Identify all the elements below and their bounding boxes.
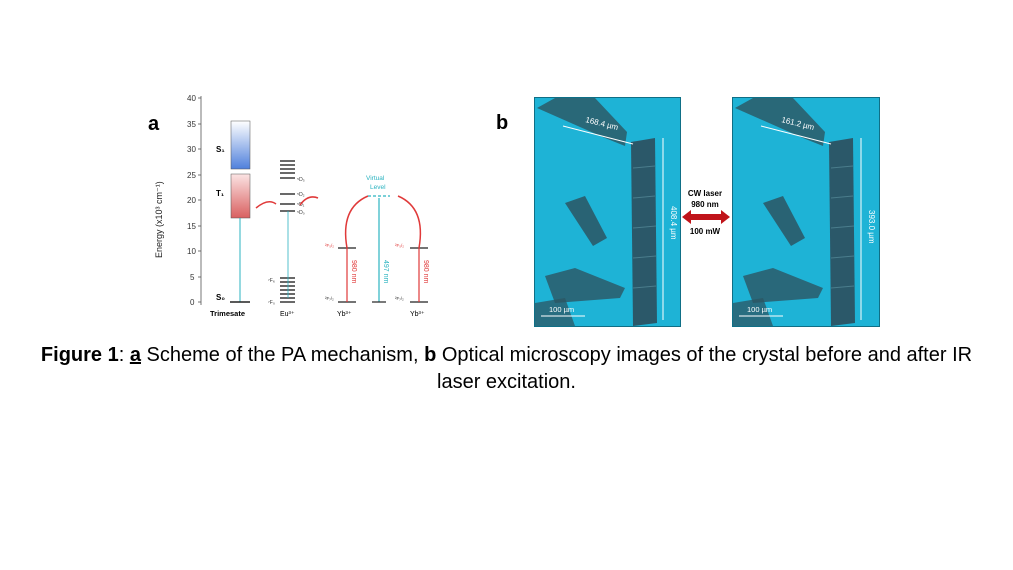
svg-text:0: 0 xyxy=(190,298,195,307)
column-eu: Eu³⁺ xyxy=(280,311,295,318)
crystal-fragment-bottom xyxy=(733,298,773,326)
svg-text:5: 5 xyxy=(190,273,195,282)
main-crystal xyxy=(829,138,855,326)
svg-text:10: 10 xyxy=(187,247,196,256)
caption-b-text: Optical microscopy images of the crystal… xyxy=(436,344,973,393)
energy-level-diagram: 40 35 30 25 20 15 10 5 0 Energy (x10³ cm… xyxy=(154,94,429,318)
caption-figure-label: Figure 1 xyxy=(40,344,119,366)
tick-40: 40 xyxy=(187,94,201,103)
y-axis-label: Energy (x10³ cm⁻¹) xyxy=(154,181,164,258)
tick-5: 5 xyxy=(190,273,201,282)
column-trimesate: Trimesate xyxy=(210,309,245,318)
laser-line-2: 980 nm xyxy=(691,200,719,209)
yb-right-transition-label: 980 nm xyxy=(422,260,429,284)
panel-a-letter: a xyxy=(148,113,160,135)
eu-f0-label: ⁷F₀ xyxy=(268,300,275,306)
tick-0: 0 xyxy=(190,298,201,307)
svg-text:20: 20 xyxy=(187,196,196,205)
crystal-fragment-mid xyxy=(763,196,805,246)
crystal-fragment-top xyxy=(735,98,825,146)
eu-d0-label: ⁵D₀ xyxy=(297,210,305,216)
width-measure-line xyxy=(562,125,634,145)
svg-text:40: 40 xyxy=(187,94,196,103)
yb-left-f72-label: ²F₇/₂ xyxy=(325,296,334,301)
virtual-label-2: Level xyxy=(370,184,386,191)
micrograph-after: 161.2 µm 393.0 µm 100 µm xyxy=(732,97,880,327)
yb-right-f72-label: ²F₇/₂ xyxy=(395,296,404,301)
yb-right-f52-label: ²F₅/₂ xyxy=(395,243,404,248)
yb-right-curve xyxy=(397,195,422,249)
crystal-fragment-bottom xyxy=(535,298,575,326)
tick-15: 15 xyxy=(187,222,201,231)
eu-d2-label: ⁵D₂ xyxy=(297,192,305,198)
virtual-label-1: Virtual xyxy=(366,175,385,182)
tick-20: 20 xyxy=(187,196,201,205)
micrograph-before: 168.4 µm 408.4 µm 100 µm xyxy=(534,97,681,327)
s1-label: S₁ xyxy=(216,145,225,154)
micrograph-before-drawing: 168.4 µm 408.4 µm 100 µm xyxy=(535,98,680,326)
yb-left-transition-label: 980 nm xyxy=(350,260,357,284)
crystal-fragment-low xyxy=(743,268,823,303)
column-yb-right: Yb³⁺ xyxy=(410,311,425,318)
eu-d3-label: ⁵D₃ xyxy=(297,177,305,183)
tick-30: 30 xyxy=(187,145,201,154)
caption-b-label: b xyxy=(424,344,437,366)
tick-25: 25 xyxy=(187,171,201,180)
laser-double-arrow xyxy=(682,210,730,224)
svg-text:25: 25 xyxy=(187,171,196,180)
t1-label: T₁ xyxy=(216,189,225,198)
caption-a-text: Scheme of the PA mechanism, xyxy=(140,344,425,366)
panel-b-letter: b xyxy=(496,112,509,134)
length-measure-label: 393.0 µm xyxy=(867,210,876,244)
transfer-arrow-yb-eu xyxy=(299,196,319,206)
tick-35: 35 xyxy=(187,120,201,129)
main-crystal xyxy=(631,138,657,326)
crystal-fragment-low xyxy=(545,268,625,303)
column-yb-left: Yb³⁺ xyxy=(337,311,352,318)
length-measure-label: 408.4 µm xyxy=(669,206,678,240)
figure-caption: Figure 1: a Scheme of the PA mechanism, … xyxy=(20,342,993,396)
crystal-striations xyxy=(830,165,855,289)
laser-line-1: CW laser xyxy=(687,189,723,198)
svg-text:15: 15 xyxy=(187,222,196,231)
width-measure-line xyxy=(760,125,832,145)
yb-left-curve xyxy=(344,195,369,249)
s0-label: S₀ xyxy=(216,293,225,302)
caption-sep: : xyxy=(118,344,130,366)
crystal-fragment-top xyxy=(537,98,627,146)
transfer-arrow-t1-eu xyxy=(255,201,277,209)
yb-left-f52-label: ²F₅/₂ xyxy=(325,243,334,248)
t1-band xyxy=(230,173,251,219)
crystal-fragment-mid xyxy=(565,196,607,246)
eu-levels xyxy=(280,160,295,303)
laser-power: 100 mW xyxy=(689,227,721,236)
eu-f6-label: ⁷F₆ xyxy=(268,278,275,284)
scale-bar-label: 100 µm xyxy=(549,305,574,314)
crystal-striations xyxy=(632,165,657,289)
svg-text:30: 30 xyxy=(187,145,196,154)
middle-transition-label: 497 nm xyxy=(382,260,389,284)
y-ticks: 40 35 30 25 20 15 10 5 0 xyxy=(187,94,201,307)
tick-10: 10 xyxy=(187,247,201,256)
micrograph-after-drawing: 161.2 µm 393.0 µm 100 µm xyxy=(733,98,879,326)
s1-band xyxy=(230,120,251,170)
caption-a-label: a xyxy=(129,344,141,366)
svg-text:35: 35 xyxy=(187,120,196,129)
laser-info: CW laser 980 nm xyxy=(682,188,728,210)
scale-bar-label: 100 µm xyxy=(747,305,772,314)
